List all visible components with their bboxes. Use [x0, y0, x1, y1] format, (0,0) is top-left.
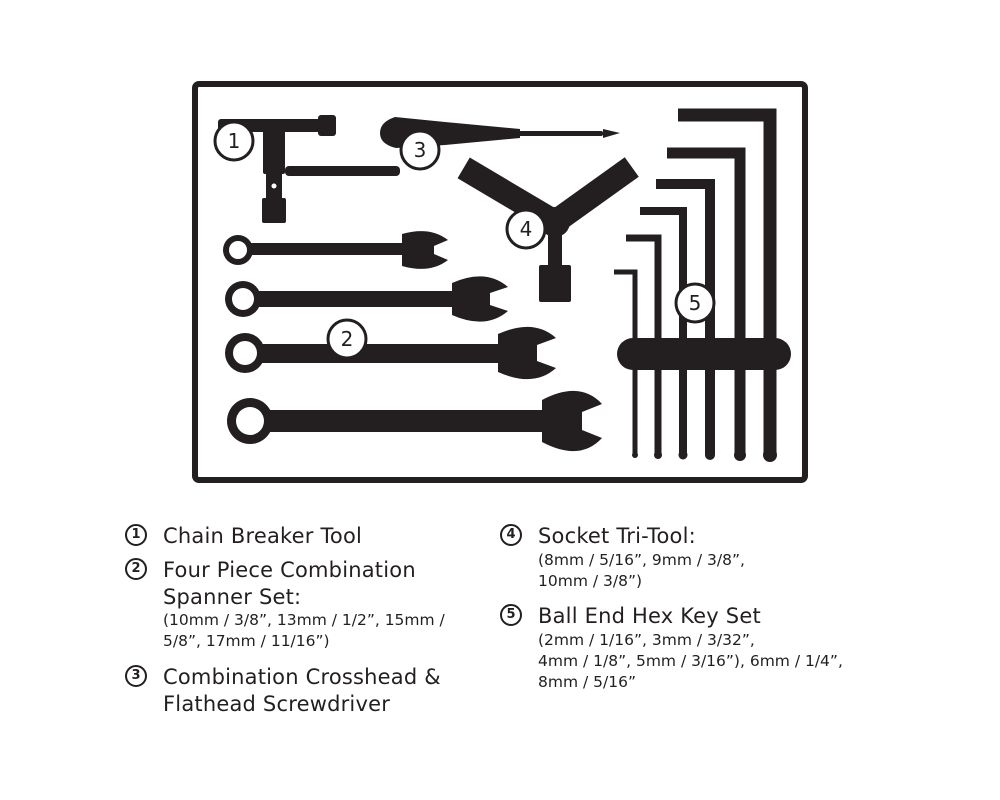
tray-callout-4: 4: [505, 208, 547, 250]
legend-item-name-line-1: Combination Crosshead &: [163, 665, 441, 689]
legend-item-spec-line-1: (2mm / 1/16”, 3mm / 3/32”,: [538, 631, 755, 649]
legend-item-spec-line-1: (10mm / 3/8”, 13mm / 1/2”, 15mm /: [163, 611, 445, 629]
legend-item-spec-line-2: 5/8”, 17mm / 11/16”): [163, 632, 330, 650]
legend-item-name-line-2: Flathead Screwdriver: [163, 692, 391, 716]
tray-callout-3: 3: [399, 129, 441, 171]
legend-item-spec-line-2: 10mm / 3/8”): [538, 572, 643, 590]
tray-label-1: 1: [228, 129, 241, 153]
legend-item-spec-line-2: 4mm / 1/8”, 5mm / 3/16”), 6mm / 1/4”,: [538, 652, 843, 670]
tray-callout-1: 1: [213, 120, 255, 162]
tray-label-4: 4: [520, 217, 533, 241]
hex-key-ball-ends: [632, 448, 777, 462]
legend-item-name-line-2: Spanner Set:: [163, 585, 302, 609]
legend-item-name: Socket Tri-Tool:: [538, 524, 696, 548]
legend-number-badge: 3: [125, 665, 147, 687]
hex-key-holder: [617, 338, 791, 370]
spanner-15mm: [225, 326, 556, 380]
spanner-set: [223, 231, 602, 452]
legend-item-name-line-1: Four Piece Combination: [163, 558, 416, 582]
spanner-17mm: [227, 390, 602, 452]
legend-item-name: Chain Breaker Tool: [163, 524, 363, 548]
legend-number-badge: 5: [500, 604, 522, 626]
tray-outline: [192, 81, 808, 483]
tool-tray-diagram: 1 2 3 4 5: [192, 81, 808, 483]
legend-number-badge: 4: [500, 524, 522, 546]
legend-number-badge: 2: [125, 558, 147, 580]
spanner-10mm: [223, 231, 448, 269]
tray-label-3: 3: [414, 138, 427, 162]
tray-label-5: 5: [689, 291, 702, 315]
tray-label-2: 2: [341, 327, 354, 351]
tray-callout-2: 2: [326, 318, 368, 360]
socket-tri-tool: [457, 157, 639, 302]
spanner-13mm: [225, 276, 508, 322]
legend-item-name: Ball End Hex Key Set: [538, 604, 761, 628]
tray-callout-5: 5: [674, 282, 716, 324]
legend-item-spec-line-3: 8mm / 5/16”: [538, 673, 636, 691]
legend-number-badge: 1: [125, 524, 147, 546]
legend-item-spec-line-1: (8mm / 5/16”, 9mm / 3/8”,: [538, 551, 745, 569]
